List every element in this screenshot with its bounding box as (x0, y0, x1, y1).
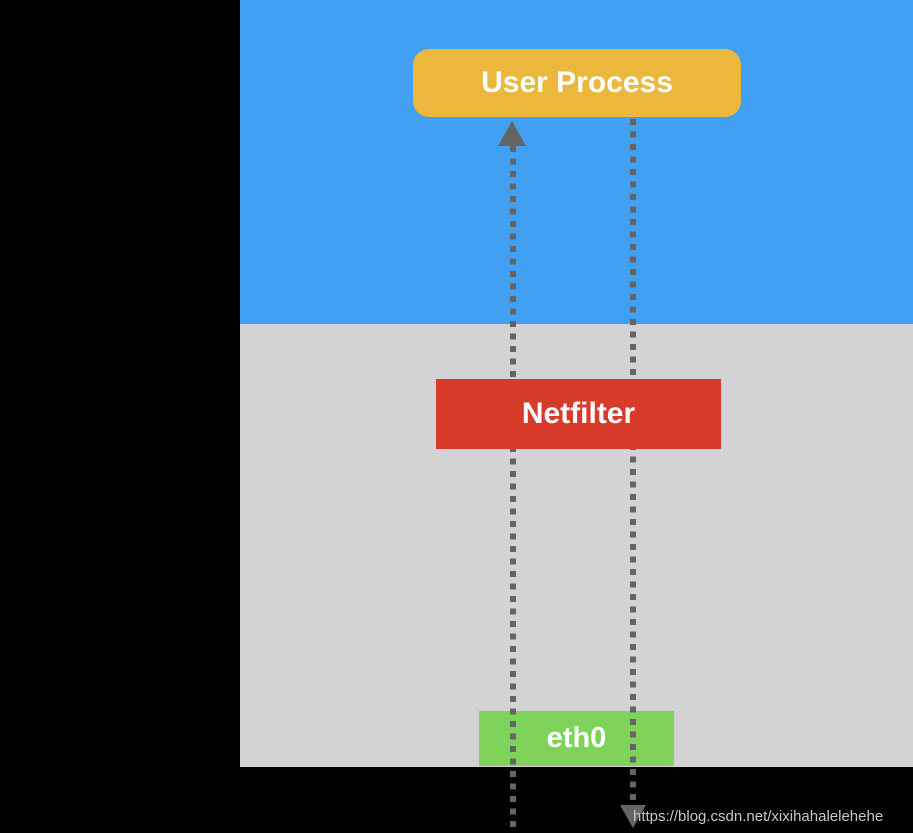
arrow-up-icon (498, 121, 526, 146)
user-process-label: User Process (481, 66, 673, 99)
watermark-url: https://blog.csdn.net/xixihahalelehehe (633, 808, 884, 825)
netfilter-label: Netfilter (521, 397, 636, 430)
outbound-packet-dotted-line (630, 119, 636, 805)
netfilter-node: Netfilter (436, 379, 721, 449)
eth0-node: eth0 (479, 711, 674, 766)
arrow-down-icon (620, 805, 646, 828)
user-process-node: User Process (413, 49, 741, 117)
eth0-label: eth0 (546, 722, 607, 754)
inbound-packet-dotted-line (510, 146, 516, 833)
